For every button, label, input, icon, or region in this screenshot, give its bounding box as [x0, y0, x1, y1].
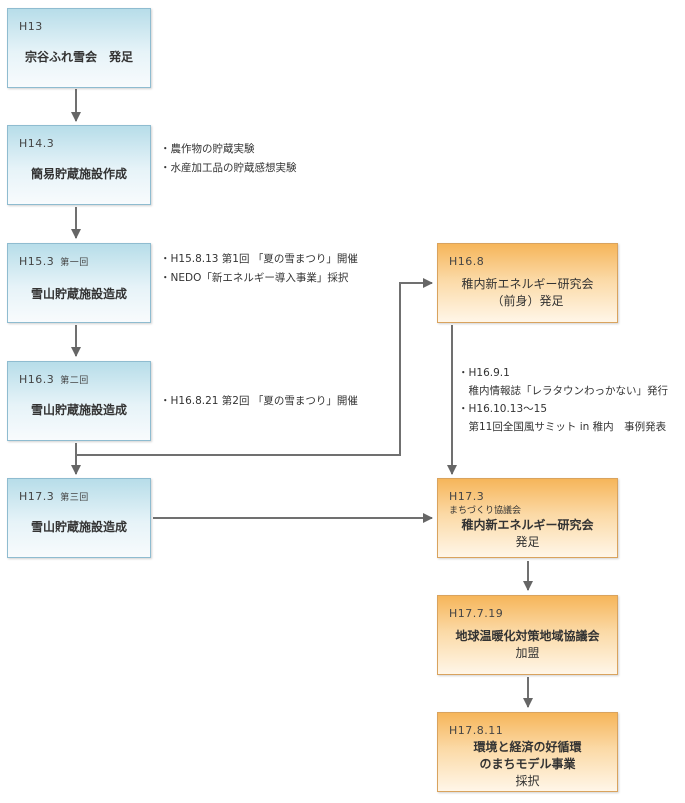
- notes-h15: ・H15.8.13 第1回 「夏の雪まつり」開催 ・NEDO「新エネルギー導入事…: [160, 250, 358, 288]
- note-line: ・H16.8.21 第2回 「夏の雪まつり」開催: [160, 395, 358, 407]
- box-title: 宗谷ふれ雪会 発足: [24, 50, 133, 64]
- note-line: 稚内情報誌「レラタウンわっかない」発行: [458, 385, 668, 397]
- title-line: 稚内新エネルギー研究会: [461, 277, 594, 291]
- box-date: H14.3: [19, 137, 55, 150]
- box-title: 稚内新エネルギー研究会 （前身）発足: [438, 276, 617, 310]
- box-date: H13: [19, 20, 43, 33]
- note-line: ・NEDO「新エネルギー導入事業」採択: [160, 272, 349, 284]
- notes-h14: ・農作物の貯蔵実験 ・水産加工品の貯蔵感想実験: [160, 140, 297, 178]
- box-title: まちづくり協議会 稚内新エネルギー研究会 発足: [438, 505, 617, 551]
- box-h13: H13 宗谷ふれ雪会 発足: [7, 8, 151, 88]
- title-line: 加盟: [515, 646, 540, 660]
- note-line: ・H16.10.13～15: [458, 403, 548, 415]
- box-date: H17.3: [449, 490, 485, 503]
- title-small: まちづくり協議会: [449, 506, 522, 516]
- box-date: H17.8.11: [449, 724, 504, 737]
- note-line: ・H16.9.1: [458, 367, 510, 379]
- note-line: 第11回全国風サミット in 稚内 事例発表: [458, 421, 667, 433]
- arrow-to-h16-8: [76, 278, 433, 456]
- title-line: 稚内新エネルギー研究会: [461, 518, 594, 532]
- box-h16-8: H16.8 稚内新エネルギー研究会 （前身）発足: [437, 243, 618, 323]
- box-title: 雪山貯蔵施設造成: [30, 287, 127, 301]
- notes-h16: ・H16.8.21 第2回 「夏の雪まつり」開催: [160, 392, 358, 411]
- box-date: H16.8: [449, 255, 485, 268]
- note-line: ・H15.8.13 第1回 「夏の雪まつり」開催: [160, 253, 358, 265]
- note-line: ・水産加工品の貯蔵感想実験: [160, 162, 297, 174]
- title-line: のまちモデル事業: [479, 757, 576, 771]
- box-title: 簡易貯蔵施設作成: [30, 167, 127, 181]
- box-title: 雪山貯蔵施設造成: [30, 520, 127, 534]
- title-line: 採択: [515, 774, 540, 788]
- box-title: 環境と経済の好循環 のまちモデル事業 採択: [438, 739, 617, 790]
- title-line: 環境と経済の好循環: [473, 740, 582, 754]
- box-date: H17.7.19: [449, 607, 504, 620]
- box-h17-3-right: H17.3 まちづくり協議会 稚内新エネルギー研究会 発足: [437, 478, 618, 558]
- box-h14-3: H14.3 簡易貯蔵施設作成: [7, 125, 151, 205]
- notes-right: ・H16.9.1 稚内情報誌「レラタウンわっかない」発行 ・H16.10.13～…: [458, 364, 668, 436]
- note-line: ・農作物の貯蔵実験: [160, 143, 255, 155]
- box-h17-7-19: H17.7.19 地球温暖化対策地域協議会 加盟: [437, 595, 618, 675]
- title-line: 地球温暖化対策地域協議会: [455, 629, 600, 643]
- title-line: （前身）発足: [491, 294, 564, 308]
- box-h17-8-11: H17.8.11 環境と経済の好循環 のまちモデル事業 採択: [437, 712, 618, 792]
- title-line: 発足: [515, 535, 540, 549]
- box-title: 雪山貯蔵施設造成: [30, 403, 127, 417]
- box-title: 地球温暖化対策地域協議会 加盟: [438, 628, 617, 662]
